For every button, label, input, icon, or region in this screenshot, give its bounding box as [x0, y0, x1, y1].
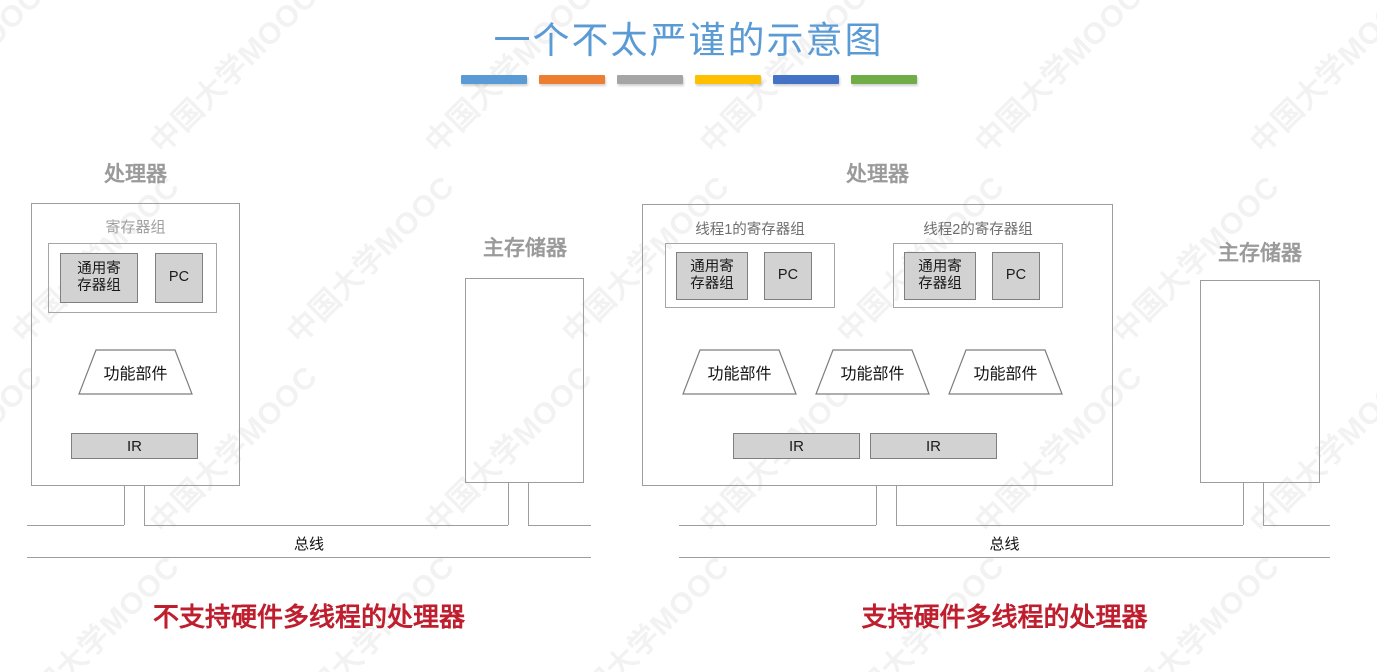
left-processor-box [31, 203, 240, 486]
right-bus-top-seg-3 [1263, 525, 1330, 526]
left-bus-bottom-line [27, 557, 591, 558]
right-general-register-box-2: 通用寄 存器组 [904, 252, 976, 300]
left-general-register-box: 通用寄 存器组 [60, 253, 138, 303]
bar-blue-dark [772, 74, 839, 84]
right-functional-unit-1-label: 功能部件 [707, 366, 772, 383]
right-processor-box [642, 204, 1113, 486]
left-bus-top-seg-2 [144, 525, 508, 526]
left-memory-bus-connector-a [508, 483, 509, 525]
right-bus-bottom-line [679, 557, 1330, 558]
left-register-group-box [48, 243, 217, 313]
right-ir-label-2: IR [926, 437, 941, 455]
right-register-group-2-box [893, 243, 1063, 308]
right-memory-title: 主存储器 [1218, 242, 1302, 265]
title-block: 一个不太严谨的示意图 [0, 21, 1377, 84]
left-bus-top-seg-1 [27, 525, 124, 526]
right-register-group-1-label: 线程1的寄存器组 [695, 222, 805, 238]
right-memory-bus-connector-a [1243, 483, 1244, 525]
left-memory-box [465, 278, 584, 483]
right-general-register-2-line1: 通用寄 [918, 258, 962, 275]
right-pc-box-2: PC [992, 252, 1040, 300]
right-memory-bus-connector-b [1263, 483, 1264, 525]
right-functional-unit-1: 功能部件 [682, 349, 797, 395]
bar-green [850, 74, 917, 84]
right-processor-bus-connector-b [896, 486, 897, 525]
left-general-register-line2: 存器组 [77, 278, 121, 294]
right-functional-unit-2: 功能部件 [815, 349, 930, 395]
bar-orange [538, 74, 605, 84]
left-memory-bus-connector-b [528, 483, 529, 525]
right-functional-unit-3-label: 功能部件 [973, 366, 1038, 383]
right-register-group-2-label: 线程2的寄存器组 [923, 222, 1033, 238]
right-memory-box [1200, 280, 1320, 483]
right-bus-label: 总线 [989, 536, 1020, 553]
right-pc-label-2: PC [1005, 267, 1027, 284]
right-register-group-1-box [665, 243, 835, 308]
page-title: 一个不太严谨的示意图 [493, 21, 884, 62]
right-functional-unit-2-label: 功能部件 [840, 366, 905, 383]
left-bus-label: 总线 [293, 536, 324, 553]
right-general-register-box-1: 通用寄 存器组 [676, 252, 748, 300]
right-ir-box-2: IR [870, 433, 997, 459]
bar-gray [616, 74, 683, 84]
right-pc-label-1: PC [777, 267, 799, 284]
right-processor-bus-connector-a [876, 486, 877, 525]
left-pc-box: PC [155, 253, 203, 303]
accent-bar-row [0, 74, 1377, 84]
right-bus-top-seg-1 [679, 525, 876, 526]
right-pc-box-1: PC [764, 252, 812, 300]
left-ir-label: IR [127, 437, 142, 455]
left-processor-bus-connector-b [144, 486, 145, 525]
right-bus-top-seg-2 [896, 525, 1243, 526]
left-processor-title: 处理器 [104, 163, 167, 186]
right-general-register-1-line1: 通用寄 [690, 258, 734, 275]
left-pc-label: PC [168, 269, 190, 286]
right-general-register-1-line2: 存器组 [690, 276, 734, 292]
left-register-group-label: 寄存器组 [105, 219, 166, 236]
left-memory-title: 主存储器 [483, 237, 567, 260]
right-processor-title: 处理器 [846, 163, 909, 186]
right-general-register-2-line2: 存器组 [918, 276, 962, 292]
bar-gold [694, 74, 761, 84]
left-ir-box: IR [71, 433, 198, 459]
left-functional-unit-label: 功能部件 [103, 366, 168, 383]
right-ir-label-1: IR [789, 437, 804, 455]
left-general-register-line1: 通用寄 [77, 260, 121, 277]
left-bus-top-seg-3 [528, 525, 591, 526]
bar-blue-light [460, 74, 527, 84]
right-functional-unit-3: 功能部件 [948, 349, 1063, 395]
left-processor-bus-connector-a [124, 486, 125, 525]
right-caption: 支持硬件多线程的处理器 [861, 602, 1148, 632]
left-caption: 不支持硬件多线程的处理器 [152, 602, 465, 632]
right-ir-box-1: IR [733, 433, 860, 459]
left-functional-unit: 功能部件 [78, 349, 193, 395]
